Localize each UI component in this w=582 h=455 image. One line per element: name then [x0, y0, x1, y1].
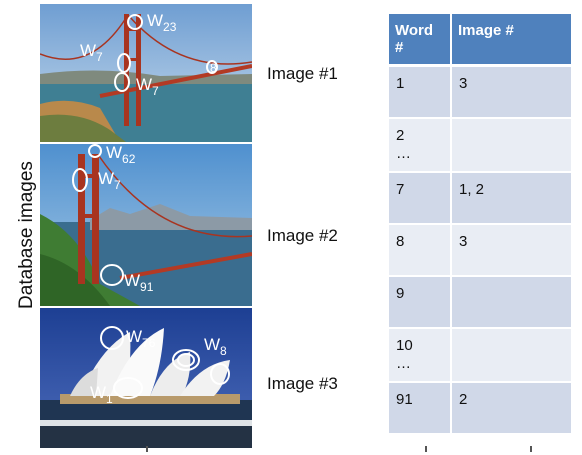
word-label: W23 [147, 11, 177, 34]
table-row: 9 [389, 275, 573, 329]
word-cell: 10 … [389, 327, 452, 383]
word-cell: 9 [389, 275, 452, 329]
image-cell: 3 [451, 65, 573, 119]
table-header-row: Word # Image # [389, 14, 573, 67]
database-image-1: W23 W7 W7 8 [40, 4, 252, 142]
word-region-w91 [100, 264, 124, 286]
column-header-word: Word # [389, 14, 452, 67]
image-2-label: Image #2 [267, 226, 338, 245]
word-region-w8 [206, 60, 218, 74]
word-label: W7 [80, 41, 103, 64]
table-row: 8 3 [389, 223, 573, 277]
word-label: W7 [98, 169, 121, 192]
table-row: 10 … [389, 327, 573, 383]
image-cell [451, 275, 573, 329]
word-cell: 1 [389, 65, 452, 119]
image-cell [451, 117, 573, 173]
word-region-w7 [72, 168, 88, 192]
word-cell: 8 [389, 223, 452, 277]
word-region-w7-b [114, 72, 130, 92]
database-images-label: Database images [16, 161, 37, 309]
bottom-tick [146, 446, 148, 452]
table-row: 91 2 [389, 381, 573, 435]
image-1-label: Image #1 [267, 64, 338, 83]
word-region-w23 [127, 14, 143, 30]
word-label: 8 [210, 61, 217, 75]
bottom-tick [530, 446, 532, 452]
word-region-w7-a [117, 53, 131, 73]
word-region-w76 [100, 326, 124, 350]
bottom-tick [425, 446, 427, 452]
word-label: W8 [204, 335, 227, 358]
image-cell: 1, 2 [451, 171, 573, 225]
word-label: W1 [90, 383, 113, 406]
word-cell: 2 … [389, 117, 452, 173]
word-cell: 91 [389, 381, 452, 435]
table-row: 2 … [389, 117, 573, 173]
inverted-index-table: Word # Image # 1 3 2 … 7 1, 2 8 3 9 10 … [389, 14, 573, 435]
word-region-w62 [88, 144, 102, 158]
word-label: W62 [106, 144, 136, 166]
word-region-w8-b [210, 363, 230, 385]
word-region-w8-a [172, 349, 200, 371]
word-cell: 7 [389, 171, 452, 225]
table-row: 1 3 [389, 65, 573, 119]
table-row: 7 1, 2 [389, 171, 573, 225]
word-label: W91 [124, 271, 154, 294]
image-3-label: Image #3 [267, 374, 338, 393]
word-label: W76 [126, 327, 156, 350]
database-image-2: W62 W7 W91 [40, 144, 252, 306]
image-cell [451, 327, 573, 383]
image-cell: 3 [451, 223, 573, 277]
image-cell: 2 [451, 381, 573, 435]
database-image-3: W76 W8 W1 [40, 308, 252, 448]
column-header-image: Image # [451, 14, 573, 67]
word-label: W7 [136, 75, 159, 98]
word-region-w1 [113, 377, 143, 399]
